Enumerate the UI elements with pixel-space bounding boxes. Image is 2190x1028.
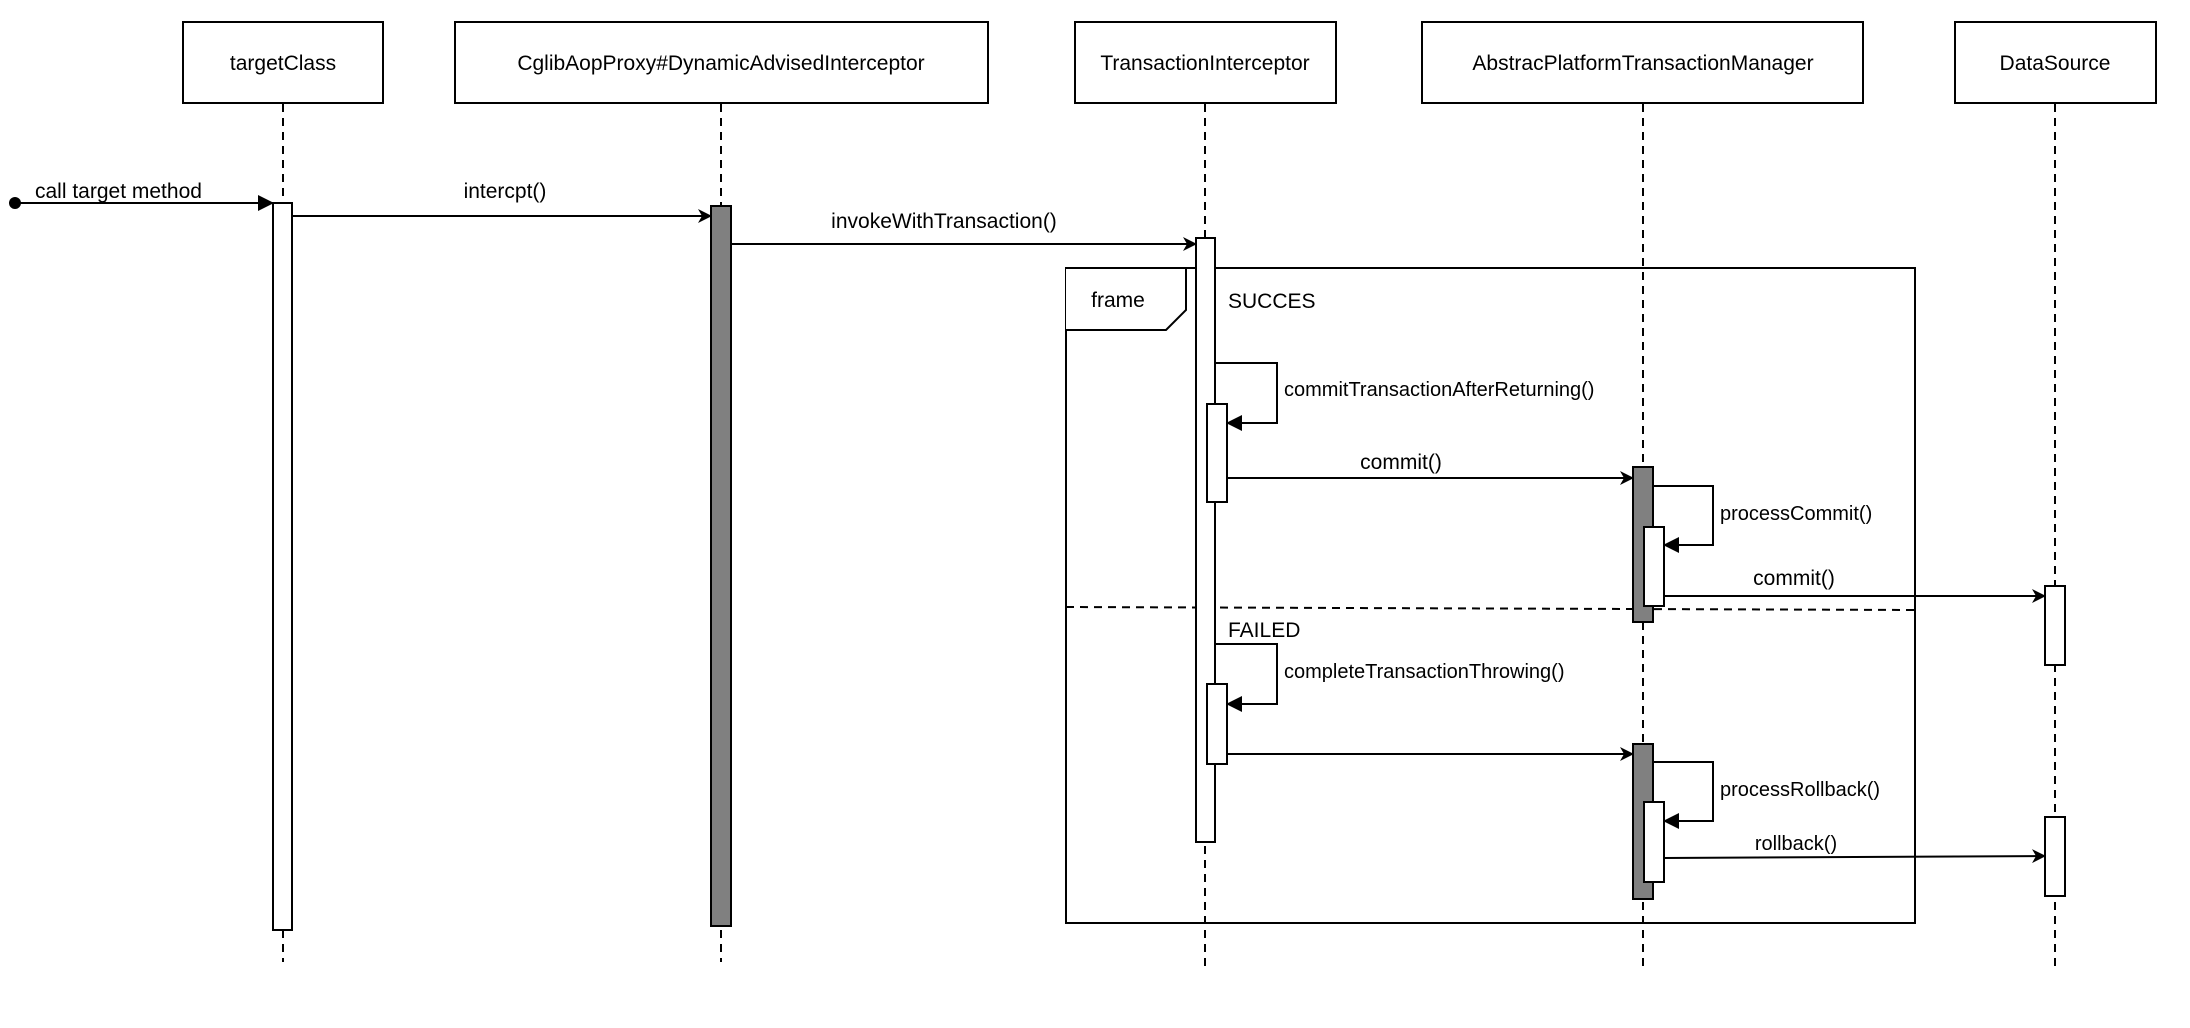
message-label-intercpt: intercpt() — [464, 180, 547, 203]
participant-box — [1421, 21, 1864, 104]
message-process-rollback — [1653, 761, 1714, 829]
combined-fragment: frame SUCCES FAILED — [1065, 267, 1916, 924]
participant-proxy: CglibAopProxy#DynamicAdvisedInterceptor — [454, 21, 989, 104]
activation-proxy — [710, 205, 732, 927]
message-label-commit-transaction-after-returning: commitTransactionAfterReturning() — [1284, 379, 1594, 401]
participant-targetclass: targetClass — [182, 21, 384, 104]
activation-datasource-commit — [2044, 585, 2066, 666]
frame-tag-box — [1066, 267, 1187, 331]
participant-box — [1954, 21, 2157, 104]
participant-label: TransactionInterceptor — [1100, 52, 1309, 75]
participant-transaction-interceptor: TransactionInterceptor — [1074, 21, 1337, 104]
message-label-invoke-with-transaction: invokeWithTransaction() — [831, 210, 1057, 233]
participant-datasource: DataSource — [1954, 21, 2157, 104]
message-label-commit-datasource: commit() — [1753, 567, 1835, 590]
message-rollback-datasource — [1663, 849, 2046, 864]
participant-box — [1074, 21, 1337, 104]
message-complete-transaction-throwing — [1216, 643, 1278, 712]
activation-transaction-manager-process-rollback — [1643, 801, 1665, 883]
participant-box — [454, 21, 989, 104]
participant-label: AbstracPlatformTransactionManager — [1472, 52, 1813, 75]
activation-transaction-manager-process-commit — [1643, 526, 1665, 607]
activation-targetclass — [272, 202, 293, 931]
operand-separator — [1065, 606, 1916, 611]
frame-tag-label: frame — [1091, 289, 1145, 312]
activation-transaction-interceptor-throwing — [1206, 683, 1228, 765]
message-label-complete-transaction-throwing: completeTransactionThrowing() — [1284, 661, 1564, 683]
message-label-call-target-method: call target method — [35, 180, 202, 203]
participant-label: DataSource — [2000, 52, 2111, 75]
message-label-commit-manager: commit() — [1360, 451, 1442, 474]
participant-transaction-manager: AbstracPlatformTransactionManager — [1421, 21, 1864, 104]
participant-label: targetClass — [230, 52, 336, 75]
message-commit-transaction-after-returning — [1216, 362, 1278, 431]
message-label-process-rollback: processRollback() — [1720, 779, 1880, 801]
activation-transaction-interceptor-commit — [1206, 403, 1228, 503]
message-label-rollback-datasource: rollback() — [1755, 833, 1837, 855]
participant-label: CglibAopProxy#DynamicAdvisedInterceptor — [517, 52, 924, 75]
activation-datasource-rollback — [2044, 816, 2066, 897]
guard-failed: FAILED — [1228, 619, 1300, 642]
message-label-process-commit: processCommit() — [1720, 503, 1872, 525]
guard-succes: SUCCES — [1228, 290, 1316, 313]
participant-box — [182, 21, 384, 104]
message-process-commit — [1653, 485, 1714, 553]
